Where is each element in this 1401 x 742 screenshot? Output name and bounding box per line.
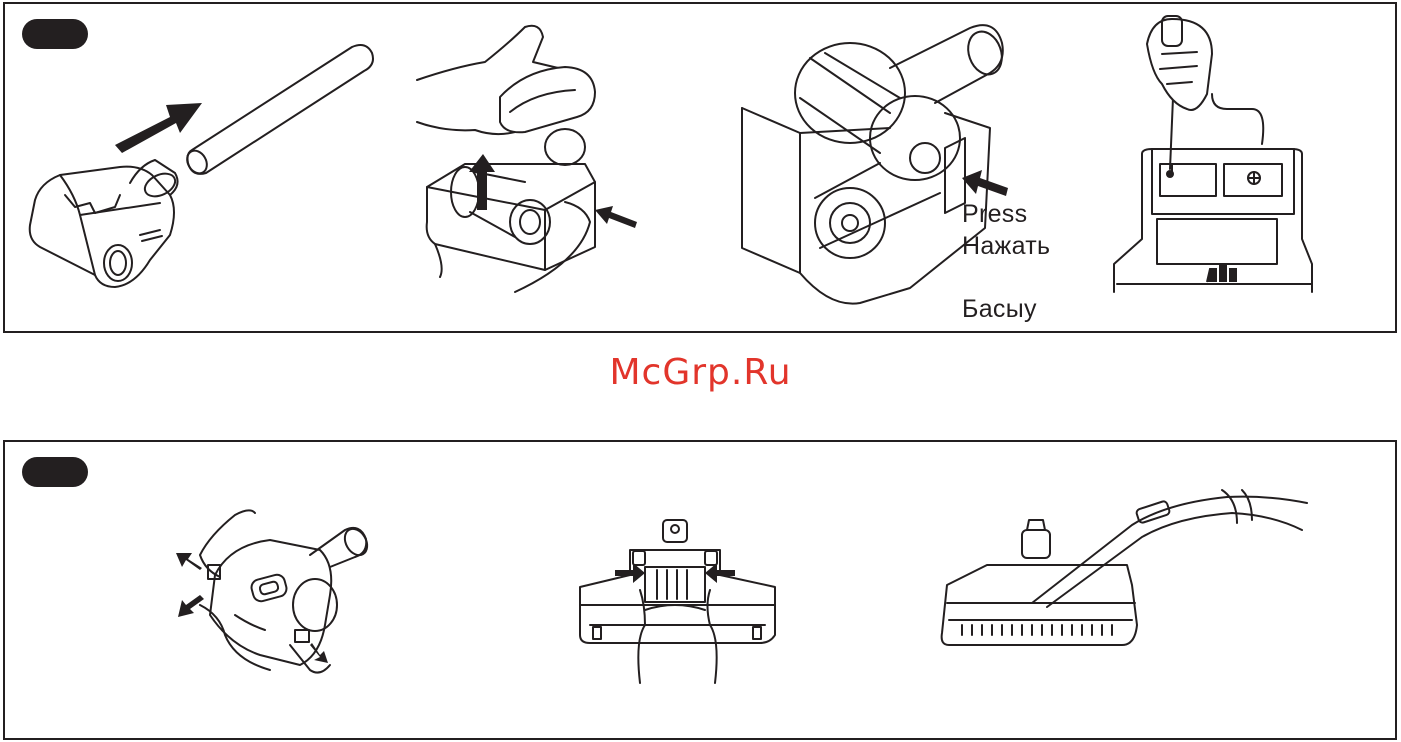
brush-and-tube-illustration	[20, 35, 390, 295]
remove-plate-illustration	[170, 505, 380, 677]
roller-housing-illustration	[740, 18, 1010, 313]
hand-icon	[1147, 19, 1212, 110]
arrow-icon	[115, 103, 202, 153]
step-badge	[22, 457, 88, 487]
open-cover-illustration	[415, 22, 640, 302]
press-label-kz: Басыу	[962, 297, 1037, 322]
watermark: McGrp.Ru	[0, 352, 1401, 393]
arrow-icon	[962, 170, 1008, 196]
press-label-en: Press	[962, 202, 1027, 227]
arrow-icon	[176, 553, 202, 570]
release-plate-illustration	[575, 515, 780, 683]
arrow-icon	[595, 206, 637, 228]
clean-with-hose-illustration	[937, 485, 1312, 655]
press-label-ru: Нажать	[962, 234, 1050, 259]
screwdriver-illustration	[1112, 14, 1317, 292]
